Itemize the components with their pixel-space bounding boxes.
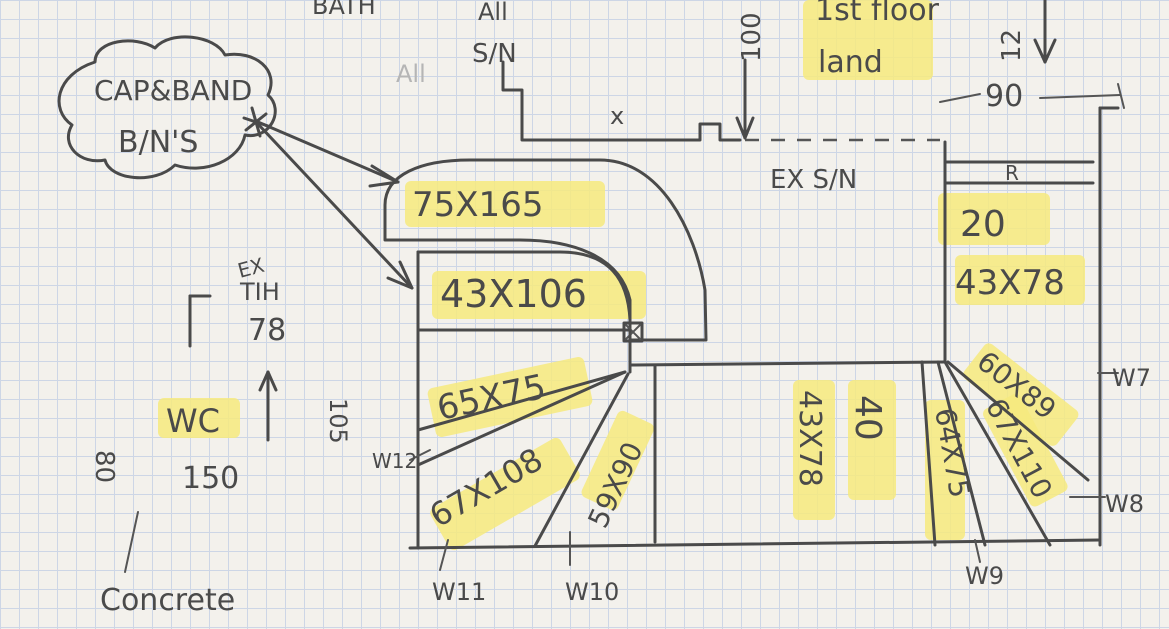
- label-first-floor: 1st floor: [815, 0, 940, 28]
- hood-beam-outline: [383, 158, 708, 342]
- cloud-line2: B/N'S: [118, 125, 198, 160]
- w11-leader: [439, 539, 449, 571]
- beam-20: 20: [960, 204, 1006, 245]
- label-sn: S/N: [472, 39, 517, 69]
- label-dim-150: 150: [182, 461, 239, 496]
- cloud-arrows: [242, 106, 414, 290]
- label-w11: W11: [432, 578, 486, 606]
- top-step-line: [501, 60, 742, 142]
- label-dim-80: 80: [89, 450, 119, 483]
- w12-leader: [409, 449, 431, 461]
- concrete-leader: [124, 511, 139, 573]
- label-bath: BATH: [312, 0, 376, 20]
- wc-outline: [188, 294, 212, 322]
- cloud-outline: [57, 35, 277, 180]
- cloud-line1: CAP&BAND: [94, 74, 252, 107]
- label-dim-100: 100: [737, 12, 767, 62]
- w9-leader: [974, 539, 981, 563]
- label-land: land: [818, 45, 883, 80]
- label-w10: W10: [565, 578, 619, 606]
- label-ex-sn: EX S/N: [770, 165, 857, 195]
- beam-43x78-right: 43X78: [955, 263, 1065, 303]
- label-dim-90: 90: [985, 79, 1023, 114]
- inner-hood-line: [416, 250, 632, 322]
- right-bay: [920, 106, 1120, 547]
- label-w12: W12: [372, 449, 417, 473]
- label-x: x: [610, 102, 624, 130]
- label-w8: W8: [1105, 490, 1144, 518]
- label-concrete: Concrete: [100, 583, 235, 618]
- label-tih: TIH: [239, 278, 280, 306]
- label-w9: W9: [965, 562, 1004, 590]
- beam-43x106: 43X106: [440, 272, 587, 316]
- label-all: All: [478, 0, 508, 26]
- post-marker: [622, 321, 644, 343]
- label-all-faint: All: [396, 60, 426, 88]
- label-w7: W7: [1112, 364, 1151, 392]
- label-dim-12: 12: [997, 29, 1027, 62]
- label-wc: WC: [166, 402, 220, 440]
- label-dim-105: 105: [324, 398, 352, 444]
- label-dim-78: 78: [248, 313, 286, 348]
- beam-43x78-vertical: 43X78: [792, 390, 827, 487]
- beam-75x165: 75X165: [412, 185, 543, 225]
- label-r: R: [1005, 161, 1019, 185]
- beam-40: 40: [847, 395, 888, 441]
- highlights: [158, 0, 1085, 551]
